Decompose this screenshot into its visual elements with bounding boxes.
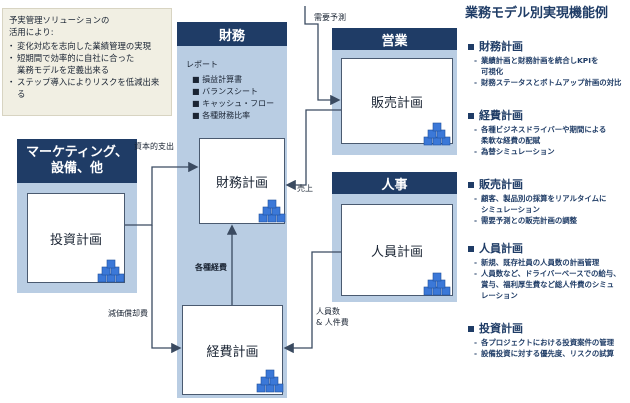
section-item: 為替シミュレーション	[474, 146, 606, 157]
report-item-label: 各種財務比率	[202, 111, 251, 120]
keihi-plan-box: 経費計画	[182, 305, 283, 395]
section-list: 各プロジェクトにおける投資案件の管理 設備投資に対する優先度、リスクの試算	[474, 337, 614, 359]
eigyo-header: 営業	[332, 28, 457, 50]
feature-section-keihi: 経費計画 各種ビジネスドライバーや期間による 柔軟な経費の配賦 為替シミュレーシ…	[468, 107, 606, 157]
square-bullet-icon	[468, 182, 474, 188]
note-item: 短期間で効率的に自社に合った 業務モデルを定義出来る	[7, 52, 165, 76]
note-title-2: 活用により:	[9, 27, 54, 37]
section-item: 需要予測との販売計画の調整	[474, 215, 606, 226]
marketing-header: マーケティング、 設備、他	[17, 139, 137, 183]
section-item: 人員数など、ドライバーベースでの給与、 賞与、福利厚生費など総人件費のシミュ レ…	[474, 268, 621, 301]
zaimu-plan-label: 財務計画	[215, 175, 268, 191]
keihi-plan-label: 経費計画	[206, 344, 259, 360]
section-item: 顧客、製品別の採算をリアルタイムに シミュレーション	[474, 193, 606, 215]
note-title: 予実管理ソリューションの	[9, 15, 110, 25]
section-item: 各種ビジネスドライバーや期間による 柔軟な経費の配賦	[474, 124, 606, 146]
summary-note: 予実管理ソリューションの 活用により: 変化対応を志向した業績管理の実現 短期間…	[2, 8, 172, 116]
capex-label: 資本的支出	[134, 142, 174, 151]
depreciation-label: 減価償却費	[108, 309, 148, 318]
depreciation-arrow	[151, 225, 182, 354]
demand-forecast-label: 需要予測	[314, 13, 346, 22]
report-list: レポート ■ 損益計算書 ■ バランスシート ■ キャッシュ・フロー ■ 各種財…	[186, 59, 274, 122]
square-bullet-icon	[468, 113, 474, 119]
report-item: ■ キャッシュ・フロー	[192, 99, 275, 108]
cube-stack-icon	[97, 259, 125, 283]
section-heading-label: 販売計画	[479, 178, 523, 191]
section-heading: 財務計画	[468, 38, 621, 54]
capex-arrow	[125, 161, 199, 226]
square-bullet-icon	[468, 326, 474, 332]
sales-label: 売上	[297, 184, 313, 193]
section-list: 顧客、製品別の採算をリアルタイムに シミュレーション 需要予測との販売計画の調整	[474, 193, 606, 226]
section-heading: 投資計画	[468, 320, 614, 336]
jinji-header: 人事	[332, 172, 457, 194]
section-list: 新規、既存社員の人員数の計画管理 人員数など、ドライバーベースでの給与、 賞与、…	[474, 257, 621, 301]
note-list: 変化対応を志向した業績管理の実現 短期間で効率的に自社に合った 業務モデルを定義…	[7, 40, 165, 100]
eigyo-header-label: 営業	[381, 33, 408, 49]
section-item: 業績計画と財務計画を統合しKPIを 可視化	[474, 55, 621, 77]
section-list: 業績計画と財務計画を統合しKPIを 可視化 財務ステータスとボトムアップ計画の対…	[474, 55, 621, 88]
headcount-arrow	[283, 251, 341, 354]
square-bullet-icon	[468, 44, 474, 50]
zaimu-header: 財務	[177, 22, 287, 46]
section-heading-label: 経費計画	[479, 109, 523, 122]
section-item: 設備投資に対する優先度、リスクの試算	[474, 348, 614, 359]
section-heading: 人員計画	[468, 240, 621, 256]
report-item: ■ 損益計算書	[192, 75, 243, 84]
sales-arrow	[285, 109, 341, 191]
section-list: 各種ビジネスドライバーや期間による 柔軟な経費の配賦 為替シミュレーション	[474, 124, 606, 157]
section-heading: 販売計画	[468, 176, 606, 192]
zaimu-header-label: 財務	[218, 28, 245, 44]
hanbai-plan-label: 販売計画	[370, 95, 423, 111]
expense-label: 各種経費	[195, 263, 227, 272]
section-heading-label: 人員計画	[479, 242, 523, 255]
jinin-plan-box: 人員計画	[341, 204, 453, 296]
report-title: レポート	[186, 60, 218, 69]
note-item: 変化対応を志向した業績管理の実現	[7, 40, 165, 52]
marketing-header-label: マーケティング、 設備、他	[25, 145, 129, 176]
feature-section-jinin: 人員計画 新規、既存社員の人員数の計画管理 人員数など、ドライバーベースでの給与…	[468, 240, 621, 301]
cube-stack-icon	[256, 369, 284, 393]
feature-section-zaimu: 財務計画 業績計画と財務計画を統合しKPIを 可視化 財務ステータスとボトムアッ…	[468, 38, 621, 88]
report-item-label: 損益計算書	[202, 75, 243, 84]
jinji-header-label: 人事	[381, 177, 408, 193]
feature-section-hanbai: 販売計画 顧客、製品別の採算をリアルタイムに シミュレーション 需要予測との販売…	[468, 176, 606, 226]
section-heading-label: 財務計画	[479, 40, 523, 53]
square-bullet-icon	[468, 246, 474, 252]
section-item: 各プロジェクトにおける投資案件の管理	[474, 337, 614, 348]
right-panel-title: 業務モデル別実現機能例	[465, 6, 609, 21]
section-heading-label: 投資計画	[479, 322, 523, 335]
report-item: ■ 各種財務比率	[192, 111, 251, 120]
section-item: 新規、既存社員の人員数の計画管理	[474, 257, 621, 268]
note-item: ステップ導入によりリスクを低減出来る	[7, 76, 165, 100]
jinin-plan-label: 人員計画	[370, 244, 423, 260]
cube-stack-icon	[423, 272, 451, 296]
cube-stack-icon	[258, 199, 286, 223]
report-item-label: キャッシュ・フロー	[202, 99, 275, 108]
section-heading: 経費計画	[468, 107, 606, 123]
section-item: 財務ステータスとボトムアップ計画の対比	[474, 77, 621, 88]
report-item-label: バランスシート	[202, 87, 258, 96]
demand-forecast-arrow	[304, 6, 341, 106]
headcount-label: 人員数 & 人件費	[316, 307, 349, 327]
toshi-plan-label: 投資計画	[49, 232, 102, 248]
cube-stack-icon	[423, 122, 451, 146]
report-item: ■ バランスシート	[192, 87, 258, 96]
feature-section-toshi: 投資計画 各プロジェクトにおける投資案件の管理 設備投資に対する優先度、リスクの…	[468, 320, 614, 359]
